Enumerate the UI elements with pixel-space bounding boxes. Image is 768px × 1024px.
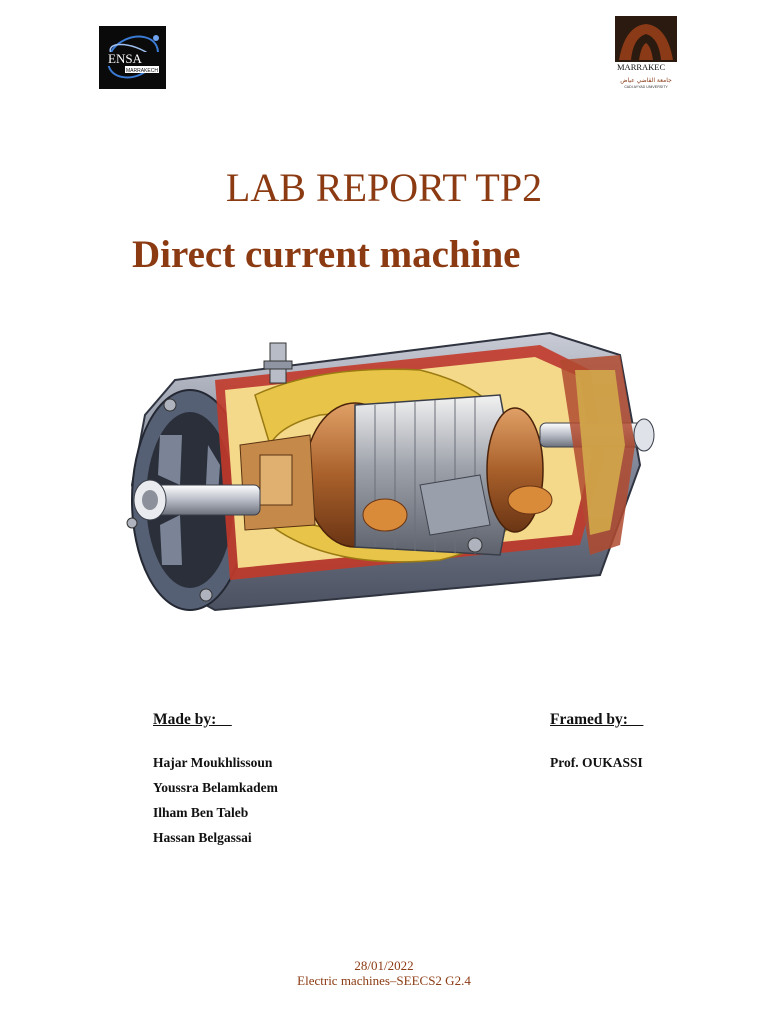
report-title: LAB REPORT TP2: [225, 165, 543, 210]
supervisor-name: Prof. OUKASSI: [550, 755, 643, 770]
author-list: Hajar Moukhlissoun Youssra Belamkadem Il…: [153, 754, 278, 854]
footer-date: 28/01/2022: [354, 958, 414, 973]
made-by-heading: Made by:: [153, 711, 232, 728]
author-name: Hajar Moukhlissoun: [153, 755, 273, 770]
author-name: Ilham Ben Taleb: [153, 805, 249, 820]
report-subtitle: Direct current machine: [132, 233, 521, 276]
ensa-logo-text: ENSA: [108, 51, 143, 66]
author-name: Hassan Belgassai: [153, 830, 252, 845]
footer: 28/01/2022 Electric machines–SEECS2 G2.4: [0, 958, 768, 988]
cadi-ayyad-logo-text: MARRAKEC: [617, 62, 666, 72]
framed-by-heading: Framed by:: [550, 711, 644, 728]
ensa-logo: ENSA MARRAKECH: [99, 26, 166, 89]
dc-machine-illustration: [120, 325, 660, 615]
cadi-ayyad-logo: MARRAKEC جامعة القاضي عياض CADI AYYAD UN…: [615, 16, 677, 90]
ensa-logo-subtext: MARRAKECH: [126, 68, 158, 74]
author-name: Youssra Belamkadem: [153, 780, 278, 795]
cadi-ayyad-logo-arabic: جامعة القاضي عياض: [620, 77, 672, 84]
footer-course: Electric machines–SEECS2 G2.4: [297, 973, 471, 988]
cadi-ayyad-logo-subtext: CADI AYYAD UNIVERSITY: [624, 85, 668, 89]
